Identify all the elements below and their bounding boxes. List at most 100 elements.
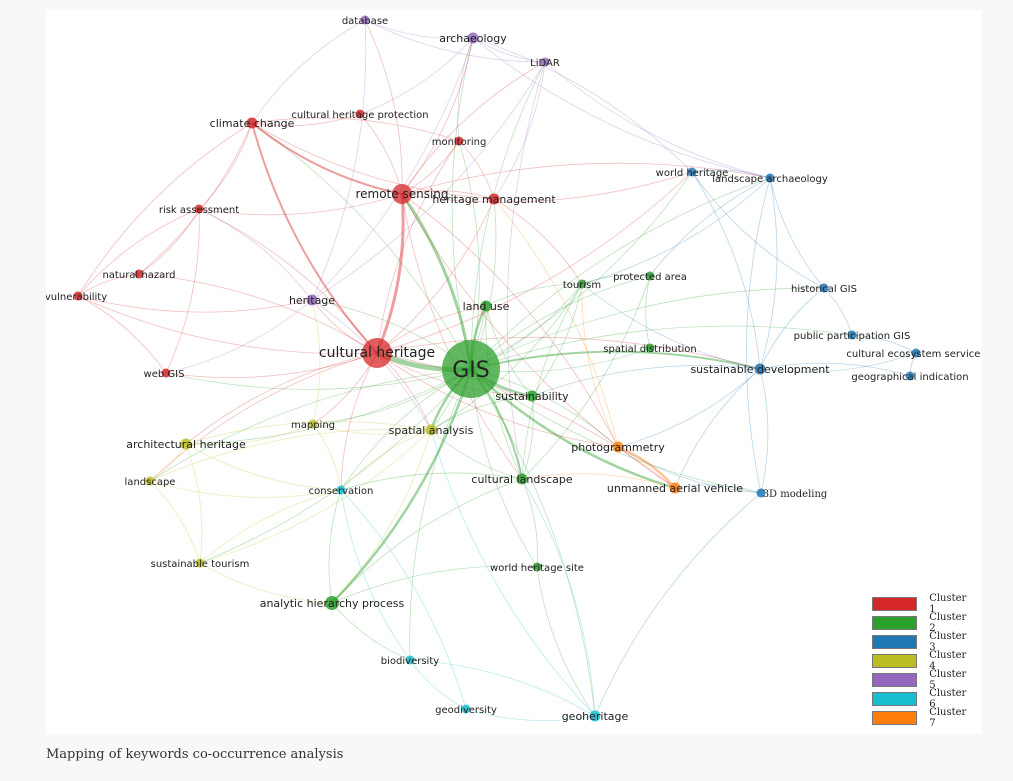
- node-gis: [442, 340, 500, 398]
- label-photogrammetry: photogrammetry: [571, 441, 665, 454]
- legend-item-cluster-3: Cluster 3: [869, 631, 975, 653]
- label-heritage: heritage: [289, 294, 335, 307]
- label-database: database: [342, 16, 388, 27]
- node-archaeology: [467, 32, 479, 44]
- legend-swatch: [872, 596, 918, 611]
- edge-remote-sensing-photogrammetry: [401, 193, 619, 448]
- label-geographical-indication: geographical indication: [851, 372, 968, 383]
- edge-cultural-heritage-climate-change: [251, 122, 378, 354]
- edge-photogrammetry-heritage-management: [493, 198, 619, 448]
- edge-spatial-analysis-landscape: [149, 428, 432, 482]
- label-historical-gis: historical GIS: [791, 284, 857, 295]
- edge-gis-biodiversity: [409, 368, 472, 661]
- edge-spatial-analysis-sustainable-tourism: [199, 429, 432, 564]
- edge-historical-gis-sustainable-development: [759, 287, 825, 370]
- label-land-use: land use: [463, 300, 510, 313]
- legend-swatch: [872, 691, 918, 706]
- edge-lidar-heritage: [311, 61, 546, 301]
- edge-remote-sensing-database: [364, 19, 403, 195]
- label-web-gis: web GIS: [144, 369, 185, 380]
- legend-label: Cluster 4: [929, 649, 967, 672]
- label-world-heritage-site: world heritage site: [490, 563, 584, 574]
- node-land-use: [480, 300, 492, 312]
- node-web-gis: [161, 368, 171, 378]
- node-mapping: [308, 419, 318, 429]
- legend-label: Cluster 5: [929, 668, 967, 691]
- edge-sustainable-development-photogrammetry: [617, 368, 761, 448]
- edge-database-climate-change: [251, 19, 366, 124]
- edge-landscape-archaeology-sustainable-development: [759, 177, 778, 370]
- edge-sustainable-development-sustainability: [531, 365, 761, 397]
- edge-remote-sensing-world-heritage: [401, 171, 693, 203]
- node-climate-change: [246, 117, 258, 129]
- edge-cultural-heritage-unmanned-aerial-vehicle: [376, 352, 676, 489]
- node-monitoring: [454, 136, 464, 146]
- node-spatial-distribution: [645, 343, 655, 353]
- edge-cultural-heritage-sustainable-development: [376, 336, 761, 370]
- edge-3d-modeling-unmanned-aerial-vehicle: [674, 484, 762, 494]
- node-cultural-heritage-protection: [355, 109, 365, 119]
- node-historical-gis: [819, 283, 829, 293]
- edge-gis-monitoring: [458, 140, 480, 370]
- edge-land-use-sustainability: [485, 305, 533, 397]
- node-remote-sensing: [392, 184, 412, 204]
- node-sustainable-tourism: [195, 558, 205, 568]
- edge-archaeology-heritage: [311, 37, 474, 301]
- edge-remote-sensing-cultural-landscape: [401, 193, 523, 480]
- edge-lidar-landscape-archaeology: [544, 61, 771, 179]
- edge-protected-area-spatial-distribution: [645, 275, 651, 349]
- edge-remote-sensing-risk-assessment: [198, 193, 403, 216]
- edge-tourism-protected-area: [581, 274, 651, 285]
- edge-historical-gis-public-participation-gis: [823, 287, 853, 336]
- edge-world-heritage-site-geoheritage: [536, 566, 596, 717]
- label-spatial-distribution: spatial distribution: [603, 344, 696, 355]
- edge-cultural-landscape-conservation: [340, 472, 523, 491]
- edge-landscape-archaeology-3d-modeling: [745, 177, 771, 494]
- edge-risk-assessment-vulnerability: [77, 208, 200, 297]
- node-cultural-heritage: [362, 338, 392, 368]
- node-lidar: [540, 57, 550, 67]
- edge-archaeology-world-heritage: [472, 37, 693, 173]
- edge-sustainable-development-3d-modeling: [759, 368, 769, 494]
- edge-tourism-spatial-analysis: [430, 283, 583, 431]
- edge-architectural-heritage-mapping: [185, 423, 314, 446]
- legend-item-cluster-7: Cluster 7: [869, 707, 975, 729]
- edge-world-heritage-sustainable-development: [691, 171, 761, 370]
- edge-archaeology-database: [364, 19, 474, 39]
- node-cultural-ecosystem-services: [911, 348, 921, 358]
- legend-swatch: [872, 672, 918, 687]
- edge-gis-public-participation-gis: [470, 325, 853, 370]
- edge-heritage-web-gis: [165, 299, 313, 374]
- node-cultural-landscape: [516, 473, 528, 485]
- node-unmanned-aerial-vehicle: [669, 482, 681, 494]
- edge-cultural-heritage-natural-hazard: [138, 273, 378, 354]
- label-sustainable-development: sustainable development: [690, 363, 830, 376]
- edge-landscape-archaeology-protected-area: [649, 177, 771, 277]
- label-geodiversity: geodiversity: [435, 705, 497, 716]
- edge-biodiversity-geoheritage: [409, 659, 596, 717]
- edge-lidar-heritage-management: [493, 61, 546, 200]
- edge-analytic-hierarchy-process-conservation: [328, 489, 342, 604]
- edge-geoheritage-spatial-analysis: [430, 429, 596, 717]
- edge-landscape-sustainable-tourism: [149, 480, 201, 564]
- label-mapping: mapping: [291, 420, 335, 431]
- node-protected-area: [645, 271, 655, 281]
- edge-gis-sustainable-development: [470, 350, 761, 370]
- node-database: [360, 15, 370, 25]
- node-geoheritage: [589, 710, 601, 722]
- edge-climate-change-vulnerability: [77, 122, 253, 297]
- edge-cultural-heritage-photogrammetry: [376, 352, 619, 448]
- edge-sustainable-tourism-conservation: [199, 489, 342, 564]
- label-geoheritage: geoheritage: [562, 710, 629, 723]
- edge-archaeology-monitoring: [457, 37, 474, 142]
- label-tourism: tourism: [563, 280, 601, 291]
- edge-cultural-landscape-analytic-hierarchy-process: [331, 478, 523, 604]
- node-conservation: [336, 485, 346, 495]
- edge-gis-climate-change: [251, 122, 472, 370]
- edge-gis-unmanned-aerial-vehicle: [470, 368, 676, 490]
- legend-label: Cluster 1: [929, 592, 967, 615]
- edge-3d-modeling-photogrammetry: [617, 446, 762, 494]
- edge-heritage-risk-assessment: [198, 208, 313, 301]
